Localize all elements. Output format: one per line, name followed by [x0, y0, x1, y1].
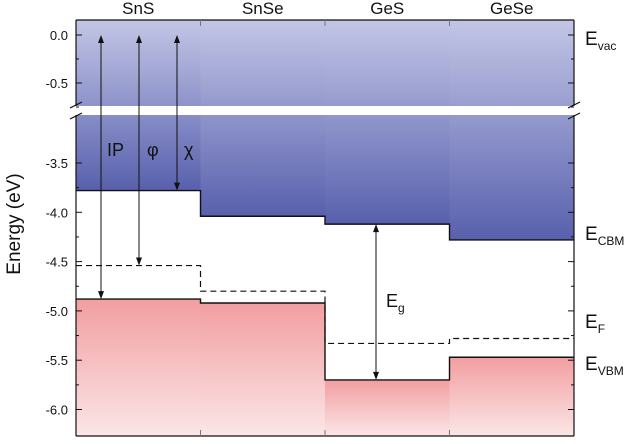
y-tick-label: 0.0: [50, 28, 68, 43]
conduction-band-fill-ges: [325, 20, 450, 225]
side-label-e-vac: Evac: [585, 29, 616, 53]
conduction-band-fill-snse: [200, 20, 325, 217]
category-label-snse: SnSe: [242, 0, 284, 18]
phi-arrow-head-top: [136, 35, 142, 43]
axes: [69, 19, 581, 437]
y-axis-title: Energy (eV): [4, 173, 25, 274]
chi-arrow-head-bottom: [174, 182, 180, 191]
category-label-sns: SnS: [122, 0, 154, 18]
valence-band-fill-snse: [200, 303, 325, 436]
cbm-line: [76, 189, 574, 241]
axis-break-mark-right-1: [567, 101, 581, 109]
valence-band-fill-ges: [325, 379, 450, 436]
phi-label: φ: [147, 140, 159, 160]
side-label-e-f: EF: [585, 312, 605, 336]
axis-break-mark-left-1: [69, 101, 83, 109]
axis-break-gap: [76, 106, 574, 115]
ip-arrow-head-top: [98, 35, 104, 43]
ip-arrow-head-bottom: [98, 291, 104, 300]
annotations: [98, 35, 379, 380]
band-lines: [76, 189, 574, 381]
side-label-e-vbm: EVBM: [585, 354, 624, 378]
y-tick-label: -5.0: [46, 304, 68, 319]
category-label-ges: GeS: [370, 0, 404, 18]
y-tick-label: -4.0: [46, 205, 68, 220]
chi-arrow-head-top: [174, 35, 180, 43]
band-fills: [76, 20, 574, 436]
valence-band-fill-sns: [76, 299, 201, 436]
ef-line: [76, 264, 574, 345]
eg-label: Eg: [386, 291, 405, 315]
chi-label: χ: [184, 140, 194, 160]
conduction-band-fill-gese: [449, 20, 574, 240]
labels: Energy (eV) 0.0 -0.5 -3.5 -4.0 -4.5 -5.0 -5.5 -…: [4, 0, 624, 418]
y-tick-label: -6.0: [46, 403, 68, 418]
eg-arrow-head-top: [373, 224, 379, 233]
eg-arrow-head-bottom: [373, 371, 379, 380]
phi-arrow-head-bottom: [136, 257, 142, 266]
ip-label: IP: [107, 140, 124, 160]
y-tick-label: -3.5: [46, 156, 68, 171]
category-label-gese: GeSe: [490, 0, 533, 18]
side-label-e-cbm: ECBM: [585, 224, 624, 248]
valence-band-fill-gese: [449, 357, 574, 436]
y-tick-label: -4.5: [46, 255, 68, 270]
axis-break-mark-left-2: [69, 112, 83, 120]
y-tick-label: -5.5: [46, 353, 68, 368]
y-tick-label: -0.5: [46, 76, 68, 91]
axis-break-mark-right-2: [567, 112, 581, 120]
conduction-band-fill-sns: [76, 20, 201, 191]
